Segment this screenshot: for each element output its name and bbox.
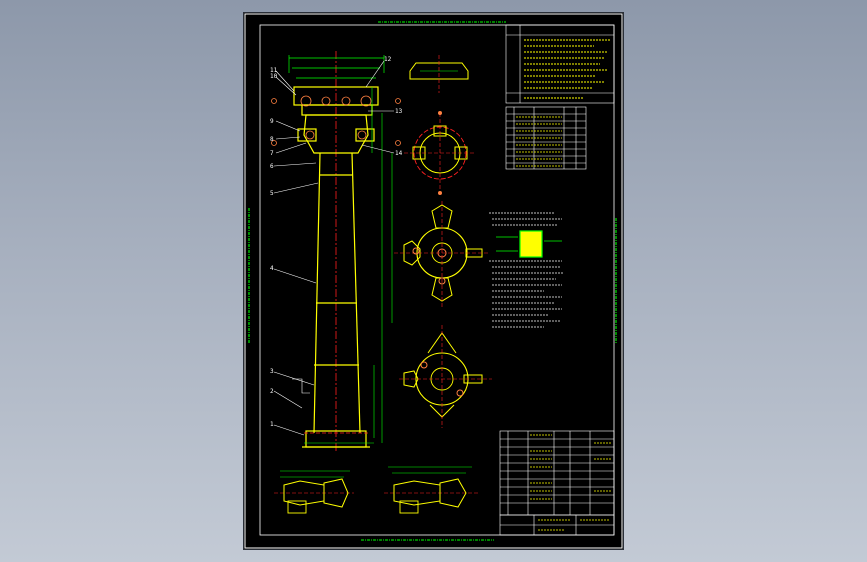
title-block bbox=[499, 514, 615, 536]
part-number: 11 bbox=[270, 67, 278, 74]
main-elevation-view: 11 10 12 9 13 8 7 14 6 5 4 3 2 1 bbox=[270, 51, 403, 451]
part-number: 4 bbox=[270, 265, 274, 272]
part-number: 3 bbox=[270, 368, 274, 375]
section-view-circle bbox=[404, 111, 476, 195]
drawing-frame bbox=[244, 13, 623, 549]
part-number: 2 bbox=[270, 388, 274, 395]
part-number: 13 bbox=[395, 108, 403, 115]
part-number: 12 bbox=[384, 56, 392, 63]
detail-view-bottom-right bbox=[384, 466, 479, 514]
inner-frame bbox=[259, 24, 615, 536]
part-number: 6 bbox=[270, 163, 274, 170]
plan-view-lower bbox=[399, 325, 492, 428]
plan-view-upper bbox=[394, 201, 489, 307]
cad-drawing-sheet: 11 10 12 9 13 8 7 14 6 5 4 3 2 1 bbox=[244, 13, 623, 549]
part-number: 14 bbox=[395, 150, 403, 157]
notes-table bbox=[505, 24, 615, 104]
technical-requirements bbox=[489, 212, 564, 328]
spec-table bbox=[505, 106, 587, 170]
part-number: 1 bbox=[270, 421, 274, 428]
part-number: 10 bbox=[270, 73, 278, 80]
detail-view-bottom-left bbox=[274, 470, 354, 514]
detail-view-top bbox=[409, 55, 469, 93]
part-number: 5 bbox=[270, 190, 274, 197]
parts-list-table bbox=[499, 430, 615, 516]
part-number: 8 bbox=[270, 136, 274, 143]
color-swatch bbox=[519, 230, 543, 258]
part-number: 7 bbox=[270, 150, 274, 157]
part-number: 9 bbox=[270, 118, 274, 125]
